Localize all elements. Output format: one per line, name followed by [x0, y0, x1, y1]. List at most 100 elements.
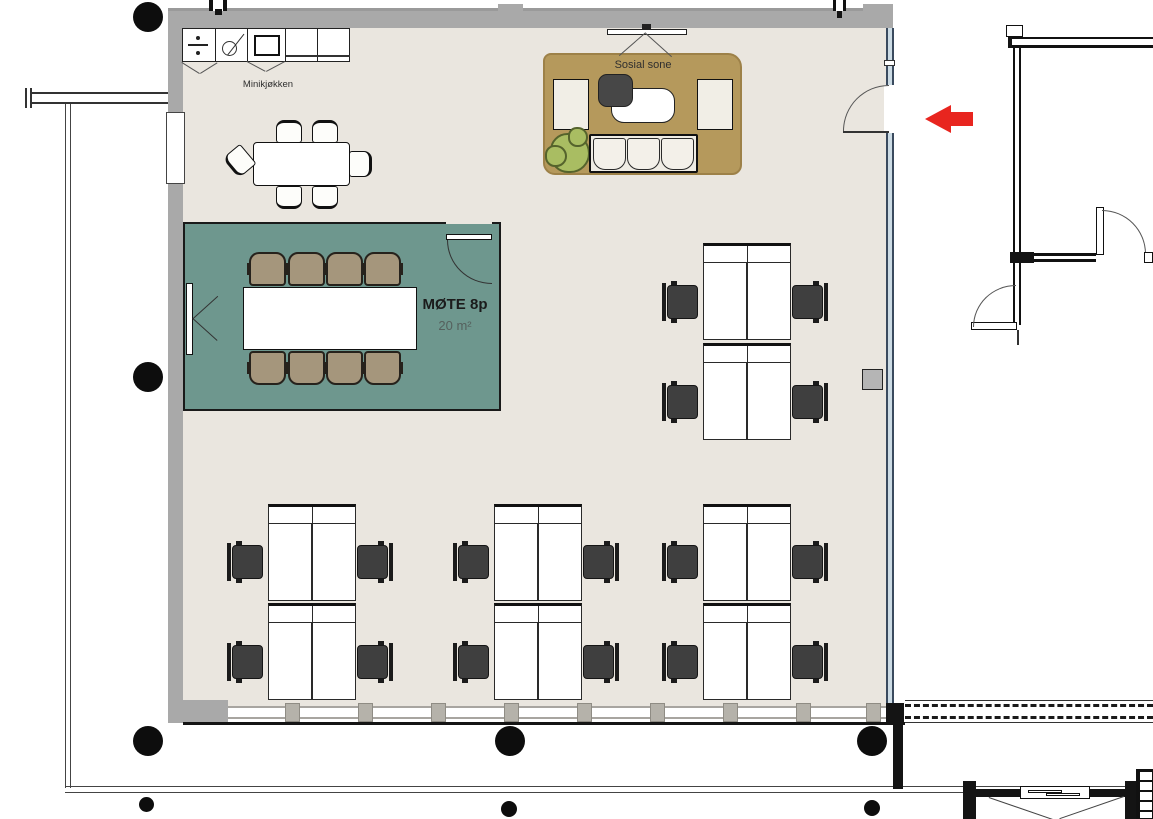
- building-outline-left: [65, 103, 71, 788]
- cooktop-icon: [196, 36, 200, 40]
- column: [133, 2, 163, 32]
- desk-split-line: [746, 363, 748, 439]
- desk-shelf-line: [269, 622, 355, 623]
- window-mullion: [866, 703, 881, 722]
- desk-shelf-line: [495, 622, 581, 623]
- exterior-wall-left: [168, 11, 183, 720]
- meeting-chair: [324, 252, 365, 286]
- wall-step: [863, 4, 893, 12]
- tv-wall-mount: [642, 24, 651, 30]
- desk-split-line: [746, 524, 748, 600]
- window-mullion: [577, 703, 592, 722]
- window-mullion: [431, 703, 446, 722]
- entry-door-leaf: [843, 131, 889, 133]
- dining-chair: [312, 186, 338, 209]
- meeting-door-opening: [446, 220, 492, 224]
- office-chair: [227, 541, 263, 581]
- wall-end-cap: [25, 88, 32, 108]
- canopy-line: [988, 797, 1054, 819]
- social-zone-label: Sosial sone: [614, 59, 672, 71]
- window-mullion: [723, 703, 738, 722]
- desk-shelf-line: [704, 262, 790, 263]
- entrance-arrow-icon: [925, 105, 951, 133]
- riser-symbol: [833, 0, 846, 11]
- desk-shelf-line: [704, 523, 790, 524]
- sliding-door-panel: [1028, 790, 1062, 793]
- plant-foliage: [545, 145, 567, 167]
- office-chair: [227, 641, 263, 681]
- wall-pier: [893, 723, 903, 789]
- desk-unit: [494, 603, 582, 700]
- building-outline-bottom: [65, 786, 1153, 793]
- meeting-room-name: MØTE 8p: [422, 296, 488, 313]
- riser-symbol: [209, 0, 227, 11]
- conference-table: [243, 287, 417, 350]
- pouf: [598, 74, 633, 107]
- office-chair: [357, 641, 393, 681]
- column: [495, 726, 525, 756]
- column: [133, 726, 163, 756]
- office-chair: [792, 641, 828, 681]
- desk-shelf-line: [269, 523, 355, 524]
- meeting-chair: [286, 252, 327, 286]
- office-chair: [662, 641, 698, 681]
- counter-divider: [215, 28, 216, 62]
- column: [857, 726, 887, 756]
- counter-divider: [247, 28, 248, 62]
- dining-chair: [276, 186, 302, 209]
- desk-split-line: [747, 346, 748, 362]
- sofa-cushion: [593, 138, 626, 170]
- adjacent-door-frame: [1144, 252, 1153, 263]
- riser-symbol: [837, 11, 842, 18]
- desk-unit: [494, 504, 582, 601]
- adjacent-room-wall-top: [1012, 37, 1153, 48]
- facade-base-line: [183, 722, 905, 725]
- entry-door-opening: [884, 85, 895, 133]
- adjacent-room-wall-bottom: [1034, 253, 1096, 262]
- sofa-cushion: [661, 138, 694, 170]
- counter-divider: [317, 28, 318, 62]
- desk-unit: [703, 243, 791, 340]
- wall-corner-bottom-left: [168, 700, 228, 723]
- office-chair: [583, 541, 619, 581]
- column-small: [139, 797, 154, 812]
- window-left-wall: [166, 112, 185, 184]
- door-frame-tick: [884, 60, 895, 66]
- vestibule-lintel: [1088, 789, 1138, 797]
- armchair: [697, 79, 733, 130]
- window-band-line: [228, 717, 890, 719]
- desk-split-line: [312, 606, 313, 622]
- desk-shelf-line: [704, 362, 790, 363]
- counter-edge-line: [286, 55, 350, 57]
- top-wall-edge-line: [168, 8, 893, 11]
- window-mullion: [358, 703, 373, 722]
- desk-split-line: [538, 606, 539, 622]
- desk-split-line: [537, 524, 539, 600]
- cooktop-icon: [196, 51, 200, 55]
- dining-chair: [276, 120, 302, 143]
- meeting-chair: [362, 351, 403, 385]
- office-chair: [792, 381, 828, 421]
- office-chair: [792, 541, 828, 581]
- office-chair: [357, 541, 393, 581]
- window-mullion: [796, 703, 811, 722]
- office-chair: [662, 381, 698, 421]
- meeting-room-area: 20 m²: [438, 318, 472, 333]
- sliding-door-panel: [1046, 793, 1080, 796]
- desk-split-line: [538, 507, 539, 523]
- office-chair: [453, 641, 489, 681]
- desk-split-line: [747, 507, 748, 523]
- cooktop-icon: [188, 44, 208, 46]
- dashed-line: [905, 716, 1153, 719]
- vestibule-wall: [963, 781, 976, 819]
- dashed-wall-band: [905, 700, 1153, 723]
- meeting-chair: [362, 252, 403, 286]
- office-chair: [453, 541, 489, 581]
- dashed-line: [905, 704, 1153, 707]
- desk-unit: [268, 603, 356, 700]
- meeting-chair: [247, 252, 288, 286]
- office-chair: [583, 641, 619, 681]
- exterior-wall-stub-left: [27, 92, 168, 104]
- office-chair: [662, 541, 698, 581]
- corridor-door-arc: [973, 285, 1016, 327]
